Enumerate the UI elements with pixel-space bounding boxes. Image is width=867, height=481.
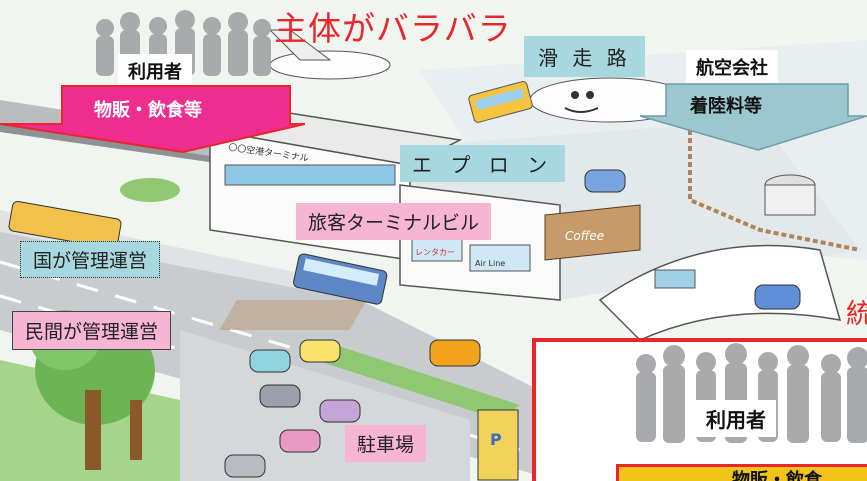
inset-retail-food-label: 物販・飲食 [732,470,822,481]
parking-booth [477,409,519,481]
pink-down-arrow [0,85,305,154]
svg-text:レンタカー: レンタカー [415,248,455,257]
right-edge-title-fragment: 統 [846,299,867,330]
terminal-building-label: 旅客ターミナルビル [296,203,492,240]
runway-label: 滑 走 路 [524,36,645,77]
landing-fee-label: 着陸料等 [690,96,762,117]
blue-gray-down-arrow [640,83,867,151]
retail-food-label: 物販・飲食等 [94,100,202,121]
national-management-label: 国が管理運営 [20,241,161,278]
slide-title: 主体がバラバラ [274,9,512,48]
private-management-label: 民間が管理運営 [12,311,172,350]
inset-users-label: 利用者 [696,400,776,437]
airline-label: 航空会社 [686,50,778,84]
parking-label: 駐車場 [345,425,427,462]
apron-label: エ プ ロ ン [400,145,566,182]
coffee-sign-text: Coffee [565,229,604,243]
comparison-inset-frame: 利用者 物販・飲食 [532,338,867,481]
users-label: 利用者 [118,54,192,88]
svg-text:P: P [490,430,502,449]
inset-retail-bar [616,464,867,481]
svg-text:Air Line: Air Line [475,259,505,268]
